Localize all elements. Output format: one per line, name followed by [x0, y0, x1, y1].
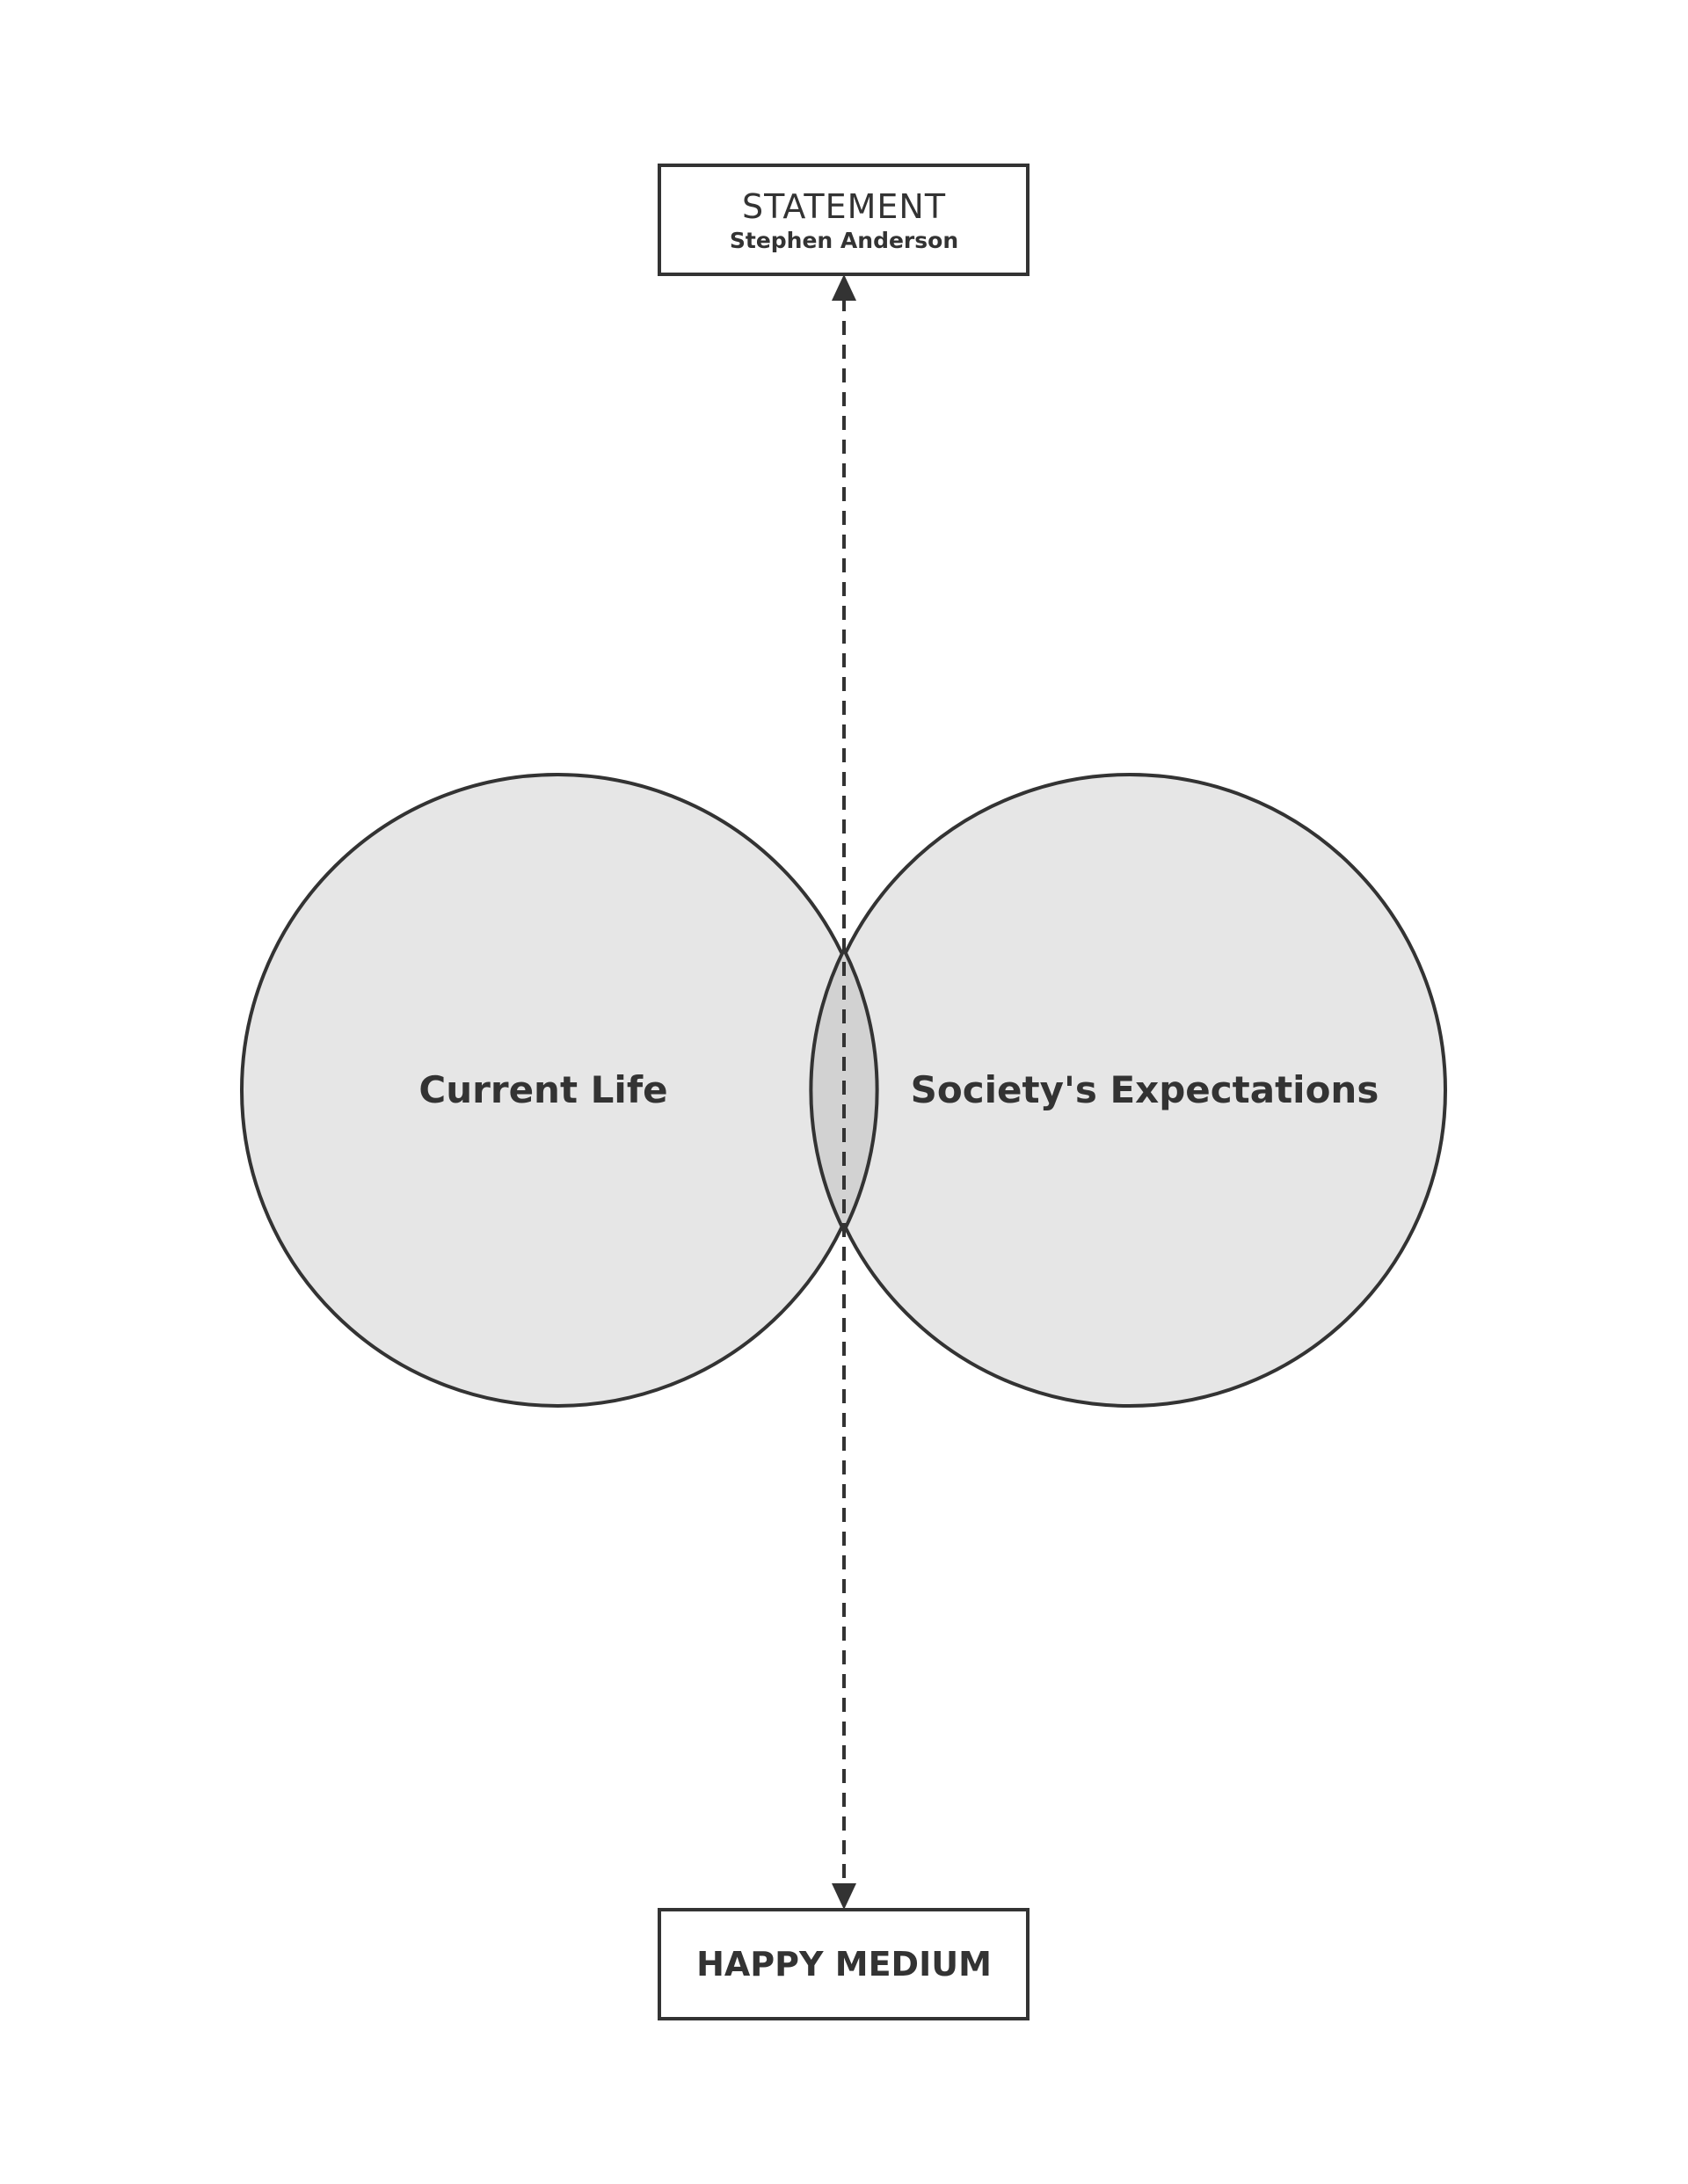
statement-title: STATEMENT — [742, 187, 946, 226]
current-life-label: Current Life — [418, 1068, 667, 1111]
arrowhead-down-icon — [832, 1883, 856, 1910]
statement-box — [658, 164, 1030, 276]
societys-expectations-label: Society's Expectations — [911, 1068, 1379, 1111]
arrowhead-up-icon — [832, 274, 856, 301]
happy-medium-title: HAPPY MEDIUM — [696, 1945, 992, 1984]
happy-medium-box — [658, 1908, 1030, 2020]
statement-author: Stephen Anderson — [730, 228, 958, 253]
